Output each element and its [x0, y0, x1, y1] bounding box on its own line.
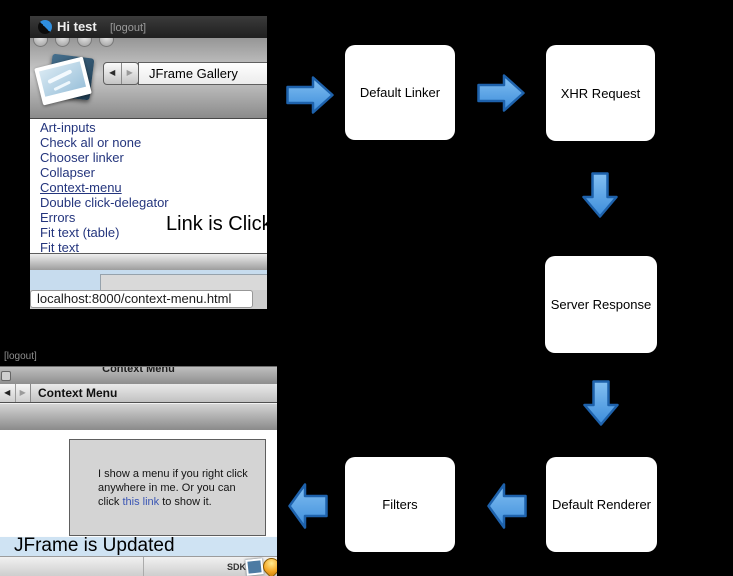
flow-box-default-renderer: Default Renderer: [546, 457, 657, 552]
flow-box-xhr-request: XHR Request: [546, 45, 655, 141]
flow-box-label: Filters: [382, 497, 418, 512]
gallery-link[interactable]: Check all or none: [40, 135, 142, 150]
caption-jframe-updated: JFrame is Updated: [14, 535, 175, 556]
context-demo-text: I show a menu if you right click anywher…: [98, 467, 256, 509]
gallery-window-title: Hi test: [57, 19, 97, 34]
sdk-photo-icon[interactable]: [245, 558, 264, 576]
flow-box-filters: Filters: [345, 457, 455, 552]
gallery-window: Hi test [logout] ◀ ▶ JFrame Gallery Art-…: [30, 16, 267, 309]
arrow-right-icon: [286, 76, 334, 114]
window-control-icon[interactable]: [33, 38, 48, 47]
gallery-title-bar: Hi test [logout]: [30, 16, 267, 38]
arrow-left-icon: [288, 483, 328, 529]
scroll-divider: [30, 253, 267, 270]
window-control-icon[interactable]: [55, 38, 70, 47]
back-button[interactable]: ◀: [0, 384, 16, 402]
sdk-label: SDK: [227, 562, 247, 572]
arrow-left-icon: [487, 483, 527, 529]
flow-box-label: Default Linker: [359, 85, 441, 100]
update-highlight-bar: [0, 536, 277, 556]
status-bar: SDK: [0, 554, 277, 576]
window-control-icon[interactable]: [99, 38, 114, 47]
context-content: I show a menu if you right click anywher…: [0, 430, 277, 536]
context-nav-bar: ◀ ▶ Context Menu: [0, 384, 277, 403]
gallery-link[interactable]: Fit text (table): [40, 225, 120, 240]
arrow-down-icon: [583, 380, 619, 426]
caption-link-clicked: Link is Click: [166, 213, 267, 235]
gallery-link[interactable]: Errors: [40, 210, 76, 225]
demo-text-before: I show a menu if you right click anywher…: [98, 468, 248, 508]
window-control-icon[interactable]: [77, 38, 92, 47]
toolbar-gradient: [0, 403, 277, 430]
context-nav-title: Context Menu: [38, 386, 118, 400]
forward-button[interactable]: ▶: [19, 388, 26, 397]
flow-box-label: Default Renderer: [552, 497, 651, 512]
history-nav-control: ◀ ▶: [0, 384, 31, 402]
status-highlight-bar: [30, 270, 267, 290]
back-button[interactable]: ◀: [109, 68, 116, 77]
url-tooltip: localhost:8000/context-menu.html: [30, 290, 253, 308]
logout-link[interactable]: [logout]: [110, 22, 147, 34]
arrow-down-icon: [582, 172, 618, 218]
gallery-link[interactable]: Collapser: [40, 165, 95, 180]
gallery-link-list: Art-inputs Check all or none Chooser lin…: [30, 119, 267, 255]
app-logo-icon: [38, 20, 52, 34]
gallery-link[interactable]: Fit text: [40, 240, 80, 255]
flow-box-label: Server Response: [550, 297, 652, 312]
context-window-title: Context Menu: [102, 366, 175, 375]
photo-gallery-icon: [34, 50, 98, 110]
status-separator: [143, 557, 144, 576]
gallery-link[interactable]: Double click-delegator: [40, 195, 169, 210]
gallery-title-select[interactable]: JFrame Gallery: [138, 62, 267, 85]
gallery-link[interactable]: Art-inputs: [40, 120, 96, 135]
gallery-link[interactable]: Chooser linker: [40, 150, 124, 165]
logout-link[interactable]: [logout]: [4, 351, 37, 362]
context-menu-demo-box[interactable]: I show a menu if you right click anywher…: [69, 439, 266, 536]
flow-box-label: XHR Request: [560, 85, 641, 101]
gallery-toolbar: ◀ ▶ JFrame Gallery: [30, 38, 267, 119]
window-widget-icon: [1, 371, 11, 381]
context-window: [logout] Context Menu ◀ ▶ Context Menu I…: [0, 348, 277, 576]
status-panel: [100, 274, 267, 290]
gallery-link-context-menu[interactable]: Context-menu: [40, 180, 122, 195]
context-title-bar: Context Menu: [0, 366, 277, 384]
flow-box-default-linker: Default Linker: [345, 45, 455, 140]
forward-button[interactable]: ▶: [120, 63, 139, 84]
history-nav-control: ◀ ▶: [103, 62, 139, 85]
arrow-right-icon: [477, 74, 525, 112]
flow-box-server-response: Server Response: [545, 256, 657, 353]
this-link[interactable]: this link: [122, 496, 160, 508]
demo-text-after: to show it.: [162, 496, 212, 508]
